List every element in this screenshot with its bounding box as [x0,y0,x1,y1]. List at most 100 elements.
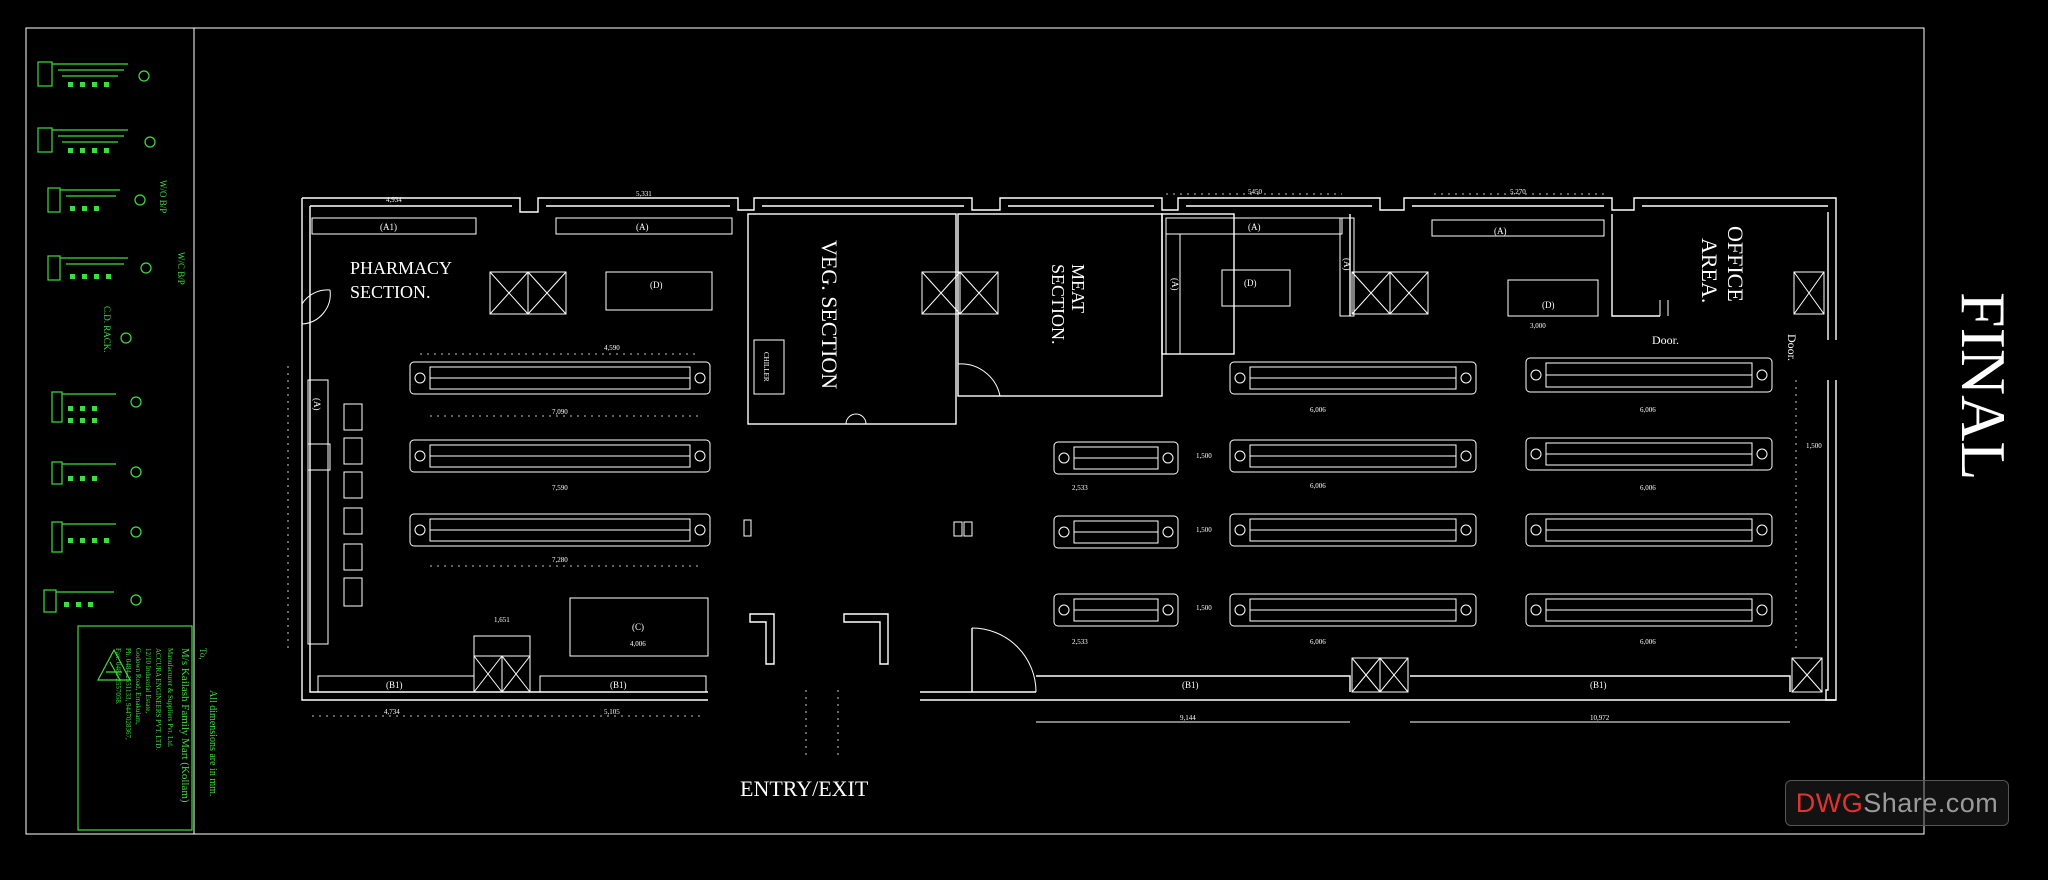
rack-tag: (B1) [610,680,627,690]
rack-tag: (A) [1170,278,1180,291]
end-cap-marker [1756,369,1768,381]
rack-tag: (A) [1494,226,1507,236]
dim-text: 6,006 [1640,406,1656,414]
gondola-rack [1229,361,1477,395]
end-cap-marker [1162,452,1174,464]
rack-tag: (D) [650,280,663,290]
end-cap-marker [1460,372,1472,384]
rack-tag: (A) [312,398,322,411]
pharmacy-label: SECTION. [350,282,431,302]
legend-rack-details: W/O B/P W/C B/P C.D. RACK. [37,61,186,613]
end-cap-marker [1460,604,1472,616]
meat-section-label: MEAT [1068,264,1088,313]
gondola-rack [409,439,711,473]
cooler-boxes [473,271,1825,693]
office-area-label: OFFICE [1723,226,1748,302]
dim-text: 5,270 [1510,188,1526,196]
dim-text: 1,500 [1806,442,1822,450]
gondola-rack [1229,439,1477,473]
dim-text: 4,934 [386,196,402,204]
chiller-unit [753,339,785,395]
end-cap-marker [1460,450,1472,462]
dim-text: 5450 [1248,188,1263,196]
watermark-logo: DWGShare.com [1785,780,2009,826]
gondola-rack [1229,593,1477,627]
marker-block [963,521,973,537]
dim-text: 7,280 [552,556,568,564]
rack-tag: (A) [1248,222,1261,232]
door-label: Door. [1652,333,1679,347]
dim-text: 3,000 [1530,322,1546,330]
gondola-rack [1053,441,1179,475]
end-cap-marker [694,372,706,384]
gondola-rack [1525,437,1773,471]
end-cap-marker [1530,369,1542,381]
dim-text: 6,006 [1640,638,1656,646]
gondola-rack [1229,513,1477,547]
legend-note: W/O B/P [158,180,168,213]
end-cap-marker [414,450,426,462]
client-sub: Manufacturer & Suppliers Pvt. Ltd. [166,648,174,748]
gondola-rack [1525,593,1773,627]
meat-section-label: SECTION. [1048,264,1068,345]
end-cap-marker [1058,526,1070,538]
end-cap-marker [694,450,706,462]
rack-tag: (A) [1342,258,1352,271]
dim-text: 5,331 [636,190,652,198]
end-cap-marker [1234,524,1246,536]
final-stamp: FINAL [1948,292,2019,480]
dim-text: 6,006 [1310,482,1326,490]
dim-text: 1,500 [1196,526,1212,534]
end-cap-marker [1234,604,1246,616]
end-cap-marker [1460,524,1472,536]
dim-text: 6,006 [1310,638,1326,646]
dim-text: 6,006 [1310,406,1326,414]
rack-tag: (D) [1542,300,1555,310]
gondola-racks [409,357,1773,627]
dim-text: 7,590 [552,484,568,492]
dim-text: 4,006 [630,640,646,648]
rack-tag: (B1) [1182,680,1199,690]
end-cap-marker [694,524,706,536]
end-cap-marker [1058,452,1070,464]
door-label: Door. [1785,334,1799,361]
gondola-rack [1053,515,1179,549]
wall-racks [307,217,1605,693]
dim-text: 10,972 [1590,714,1610,722]
client-name: M/s Kailash Family Mart (Kollam) [179,648,191,803]
pharmacy-label: PHARMACY [350,258,452,278]
entry-exit-label: ENTRY/EXIT [740,776,869,801]
end-cap-marker [1756,524,1768,536]
rack-tag: (D) [1244,278,1257,288]
dim-text: 7,090 [552,408,568,416]
title-to: To, [198,648,208,660]
legend-note: W/C B/P [176,252,186,285]
rack-tag: (B1) [1590,680,1607,690]
gondola-rack [409,513,711,547]
end-cap-marker [1530,524,1542,536]
watermark-part: DWG [1795,788,1864,818]
gondola-rack [1525,513,1773,547]
gondola-rack [1525,357,1773,393]
rack-tag: (A) [636,222,649,232]
address-line: 12/10 Industrial Estate, [144,648,152,713]
end-cap-marker [1530,604,1542,616]
dim-text: 2,533 [1072,484,1088,492]
dim-text: 4,734 [384,708,400,716]
end-cap-marker [1058,604,1070,616]
company-name: ACCURA ENGINEERS PVT. LTD. [154,648,162,750]
dim-text: 1,651 [494,616,510,624]
marker-block [743,519,752,537]
dim-text: 6,006 [1640,484,1656,492]
marker-block [953,521,963,537]
entry-pillars [749,613,889,760]
gondola-rack [1053,593,1179,627]
sheet-border [25,27,1925,835]
dim-text: 5,105 [604,708,620,716]
end-cap-marker [1530,448,1542,460]
address-line: Fax. 0484-2557058. [114,648,122,705]
rack-tag: (B1) [386,680,403,690]
end-cap-marker [1234,450,1246,462]
end-cap-marker [1756,604,1768,616]
